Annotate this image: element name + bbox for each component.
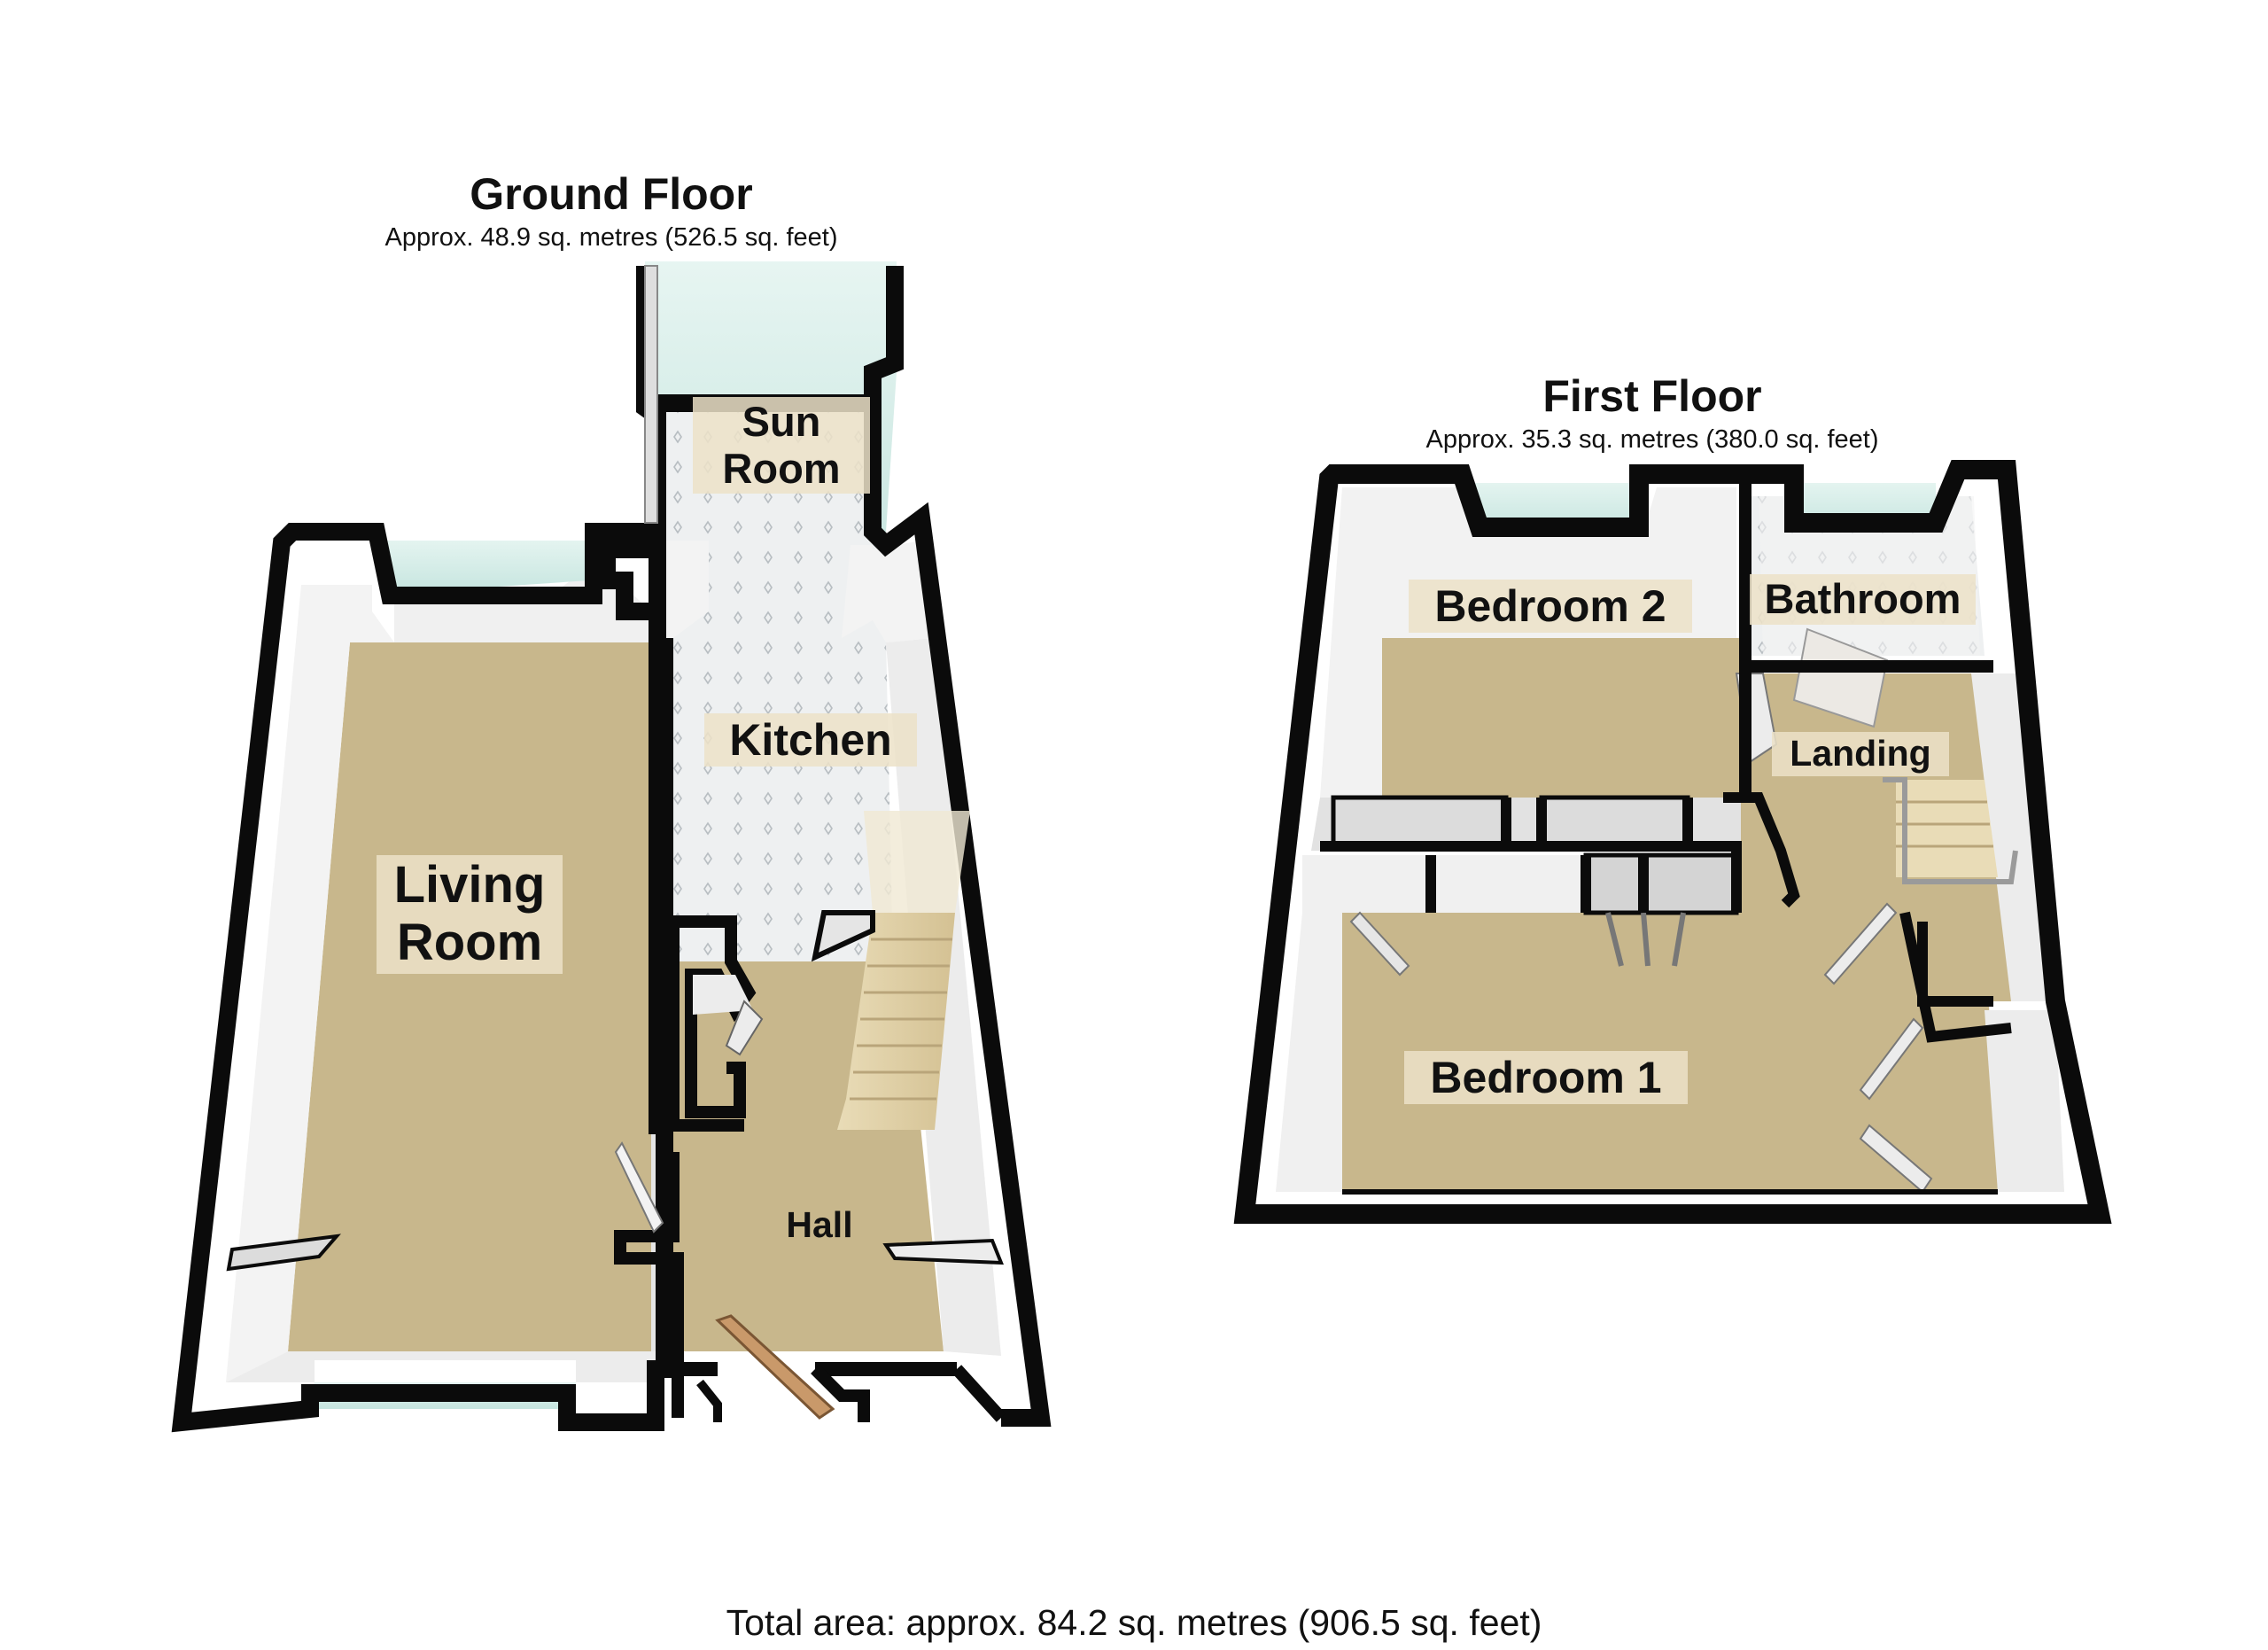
first-floor-stairs: [1883, 777, 2018, 884]
living-room-wall: [171, 523, 673, 1433]
room-label-landing: Landing: [1772, 732, 1949, 776]
first-floor-area: Approx. 35.3 sq. metres (380.0 sq. feet): [1425, 425, 1879, 454]
room-label-bedroom-2: Bedroom 2: [1409, 580, 1692, 633]
front-door: [715, 1314, 835, 1420]
room-label-living-room: Living Room: [377, 855, 563, 974]
room-label-bedroom-1: Bedroom 1: [1404, 1051, 1688, 1104]
room-label-sun-room: Sun Room: [693, 397, 870, 494]
first-floor-outer-wall: [1233, 460, 2112, 1224]
living-room-floor: [288, 642, 660, 1351]
ground-floor-plan: [171, 261, 1052, 1433]
room-label-kitchen: Kitchen: [704, 713, 917, 767]
ground-floor-stairs: [811, 811, 970, 1130]
room-label-bathroom: Bathroom: [1750, 574, 1976, 625]
total-area: Total area: approx. 84.2 sq. metres (906…: [726, 1602, 1542, 1643]
ground-floor-area: Approx. 48.9 sq. metres (526.5 sq. feet): [384, 223, 838, 252]
first-floor-title: First Floor: [1542, 371, 1762, 421]
ground-floor-title: Ground Floor: [470, 169, 753, 219]
bedroom-2-floor: [1382, 638, 1741, 798]
living-room-window: [372, 541, 589, 594]
room-label-hall: Hall: [762, 1203, 877, 1248]
first-floor-plan: [1233, 460, 2112, 1224]
